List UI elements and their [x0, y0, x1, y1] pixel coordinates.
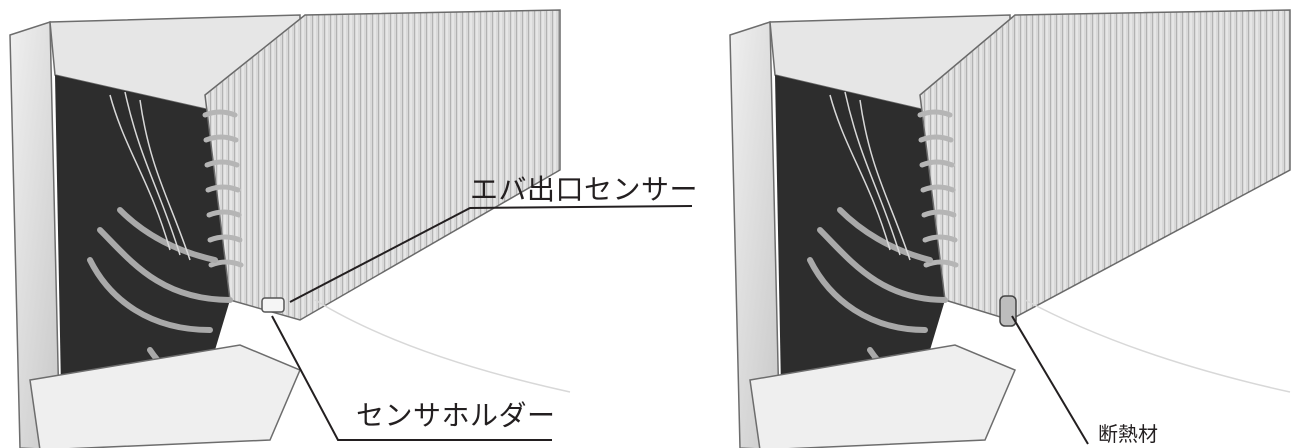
photo-right-evaporator-with-insulation	[729, 9, 1291, 448]
side-panel	[729, 20, 781, 448]
insulation-leader-line	[1011, 315, 1089, 445]
drain-pan	[749, 344, 1016, 448]
leader-lines-left	[271, 205, 693, 441]
drain-pan	[29, 344, 301, 448]
sensor-holder-label: センサホルダー	[356, 399, 556, 432]
coil-face	[919, 9, 1291, 321]
interior-cavity	[775, 75, 945, 440]
evap-outlet-sensor-label: エバ出口センサー	[470, 173, 699, 206]
wiring	[829, 91, 1291, 393]
side-panel	[9, 20, 61, 448]
tube-bends	[202, 109, 244, 268]
interior-cavity	[55, 75, 230, 440]
insulation-label: 断熱材	[1098, 422, 1158, 446]
sensor-holder-part	[261, 297, 285, 313]
insulation-part	[999, 295, 1017, 327]
coil-face	[204, 9, 561, 321]
wiring	[109, 91, 571, 393]
sensor-holder-leader-line	[271, 315, 552, 441]
evap-sensor-leader-line	[289, 205, 693, 303]
photo-left-evaporator-with-sensor-holder	[9, 9, 571, 448]
tube-bends	[917, 109, 959, 268]
